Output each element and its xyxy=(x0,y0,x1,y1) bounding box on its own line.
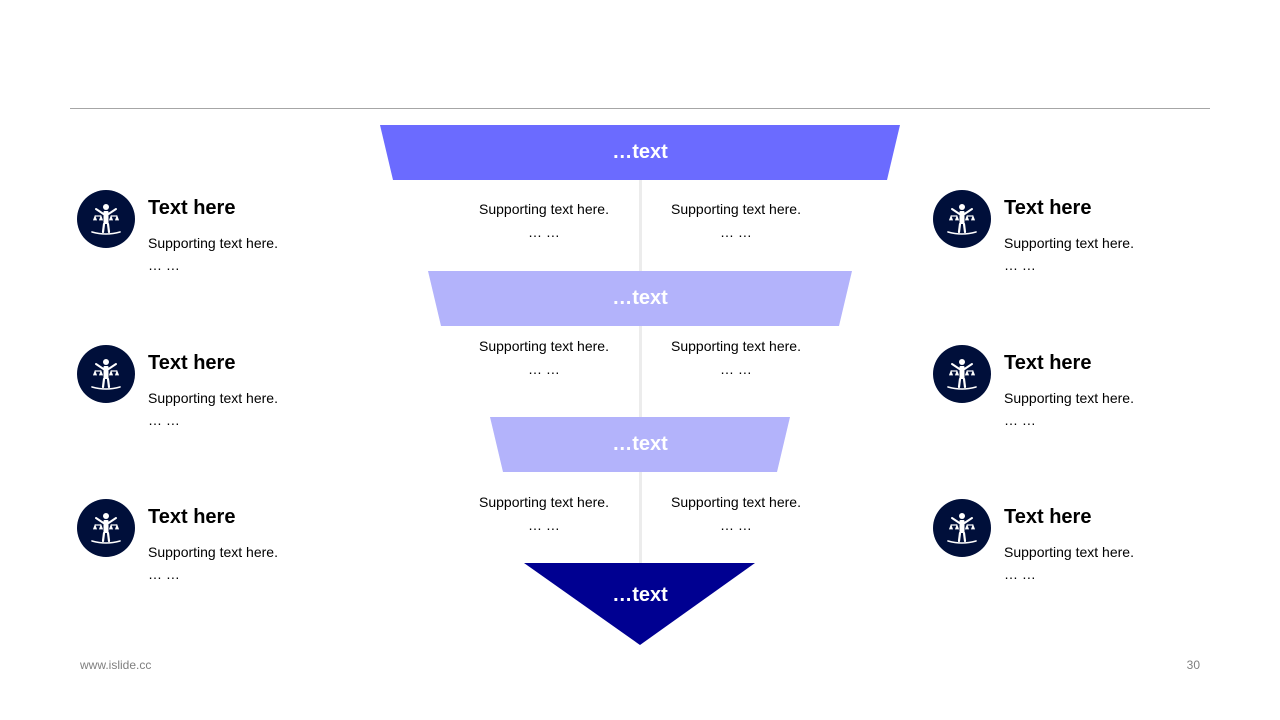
item-title: Text here xyxy=(1004,197,1092,219)
note-text: Supporting text here. xyxy=(479,201,609,217)
note-text: Supporting text here. xyxy=(671,338,801,354)
note-text: Supporting text here. xyxy=(479,338,609,354)
funnel-note-1-right: Supporting text here. … … xyxy=(646,198,826,244)
note-ellipsis: … … xyxy=(528,224,560,240)
note-text: Supporting text here. xyxy=(671,494,801,510)
note-ellipsis: … … xyxy=(720,517,752,533)
item-text: Supporting text here. xyxy=(148,390,278,406)
justice-scale-icon xyxy=(933,499,991,557)
funnel-note-2-right: Supporting text here. … … xyxy=(646,335,826,381)
item-description: Supporting text here. … … xyxy=(1004,232,1204,276)
item-title: Text here xyxy=(148,352,236,374)
item-description: Supporting text here. … … xyxy=(148,387,348,431)
note-text: Supporting text here. xyxy=(479,494,609,510)
item-ellipsis: … … xyxy=(148,412,180,428)
item-title: Text here xyxy=(148,506,236,528)
note-ellipsis: … … xyxy=(528,361,560,377)
funnel-segment-4-label: …text xyxy=(612,584,668,606)
item-text: Supporting text here. xyxy=(148,235,278,251)
funnel-note-3-right: Supporting text here. … … xyxy=(646,491,826,537)
footer-url: www.islide.cc xyxy=(80,658,152,672)
funnel-segment-4[interactable] xyxy=(524,563,755,645)
funnel-note-1-left: Supporting text here. … … xyxy=(454,198,634,244)
funnel-note-3-left: Supporting text here. … … xyxy=(454,491,634,537)
note-text: Supporting text here. xyxy=(671,201,801,217)
item-ellipsis: … … xyxy=(1004,566,1036,582)
item-text: Supporting text here. xyxy=(1004,544,1134,560)
item-description: Supporting text here. … … xyxy=(148,232,348,276)
page-number: 30 xyxy=(1186,658,1200,672)
item-text: Supporting text here. xyxy=(1004,235,1134,251)
funnel-segment-1[interactable] xyxy=(380,125,900,180)
item-description: Supporting text here. … … xyxy=(1004,541,1204,585)
funnel-note-2-left: Supporting text here. … … xyxy=(454,335,634,381)
item-ellipsis: … … xyxy=(148,257,180,273)
note-ellipsis: … … xyxy=(720,361,752,377)
header-divider xyxy=(70,108,1210,109)
item-title: Text here xyxy=(1004,506,1092,528)
funnel-segment-2[interactable] xyxy=(428,271,852,326)
item-description: Supporting text here. … … xyxy=(1004,387,1204,431)
justice-scale-icon xyxy=(933,345,991,403)
item-text: Supporting text here. xyxy=(1004,390,1134,406)
item-ellipsis: … … xyxy=(1004,412,1036,428)
funnel-segment-3[interactable] xyxy=(490,417,790,472)
item-title: Text here xyxy=(1004,352,1092,374)
justice-scale-icon xyxy=(77,499,135,557)
item-ellipsis: … … xyxy=(148,566,180,582)
funnel-segment-1-label: …text xyxy=(612,141,668,163)
note-ellipsis: … … xyxy=(528,517,560,533)
item-text: Supporting text here. xyxy=(148,544,278,560)
note-ellipsis: … … xyxy=(720,224,752,240)
item-title: Text here xyxy=(148,197,236,219)
justice-scale-icon xyxy=(933,190,991,248)
funnel-segment-2-label: …text xyxy=(612,287,668,309)
justice-scale-icon xyxy=(77,345,135,403)
item-ellipsis: … … xyxy=(1004,257,1036,273)
funnel-segment-3-label: …text xyxy=(612,433,668,455)
justice-scale-icon xyxy=(77,190,135,248)
funnel-center-line xyxy=(639,170,642,610)
item-description: Supporting text here. … … xyxy=(148,541,348,585)
